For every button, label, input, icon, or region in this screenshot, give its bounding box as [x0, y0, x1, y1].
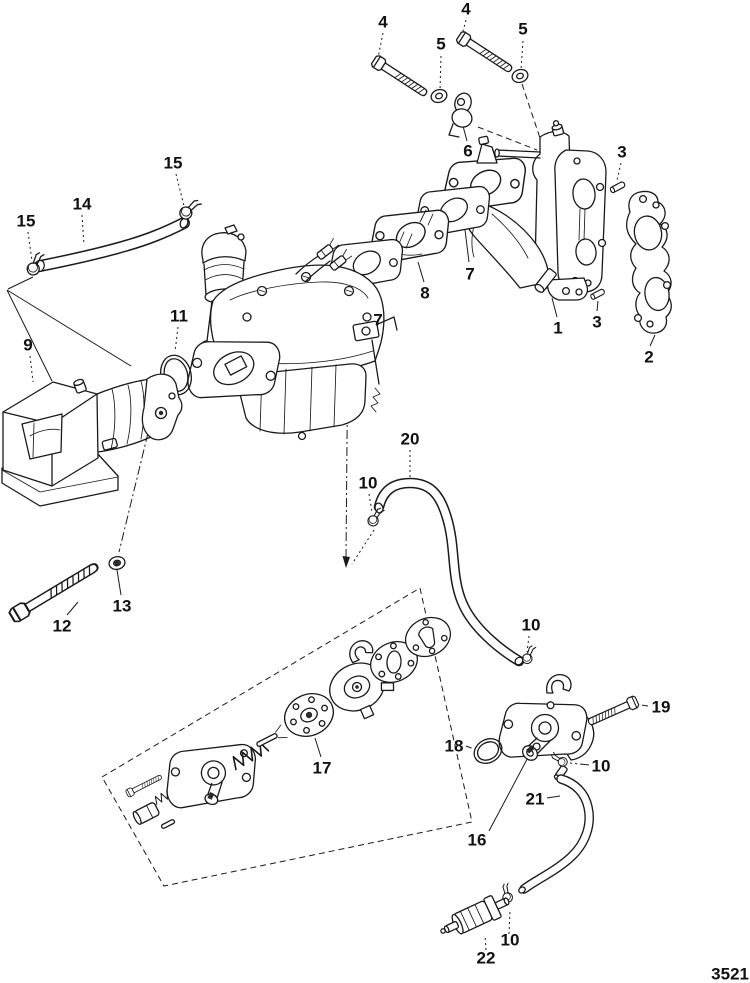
fuel-filter-22	[440, 895, 510, 935]
gasket-2	[626, 190, 672, 334]
callout-21: 21	[526, 790, 545, 809]
bolt-4-left	[369, 53, 431, 100]
carburetor	[187, 224, 398, 441]
cable-clamp-6	[448, 92, 473, 138]
callout-7-a: 7	[373, 311, 382, 330]
callout-1: 1	[553, 319, 562, 338]
callout-14: 14	[73, 195, 92, 214]
fuel-pump-kit-exploded	[101, 587, 473, 887]
fitting-19	[585, 694, 641, 729]
callout-16: 16	[468, 831, 487, 850]
bolt-4-right	[454, 29, 516, 76]
callout-12: 12	[53, 617, 72, 636]
callout-18: 18	[445, 737, 464, 756]
o-ring-18	[473, 738, 503, 764]
callout-10-d: 10	[501, 931, 520, 950]
bolt-12	[7, 558, 102, 625]
callout-3-a: 3	[617, 143, 626, 162]
callout-17: 17	[313, 759, 332, 778]
callout-4-a: 4	[378, 13, 388, 32]
callout-10-b: 10	[522, 616, 541, 635]
fuel-hose-14	[34, 217, 190, 273]
callout-6: 6	[463, 142, 472, 161]
hose-clamp-15-right	[178, 197, 203, 222]
leader-lines	[6, 19, 656, 951]
callout-22: 22	[477, 949, 496, 968]
callout-10-c: 10	[592, 757, 611, 776]
callout-8: 8	[420, 284, 429, 303]
callout-10-a: 10	[359, 474, 378, 493]
callout-2: 2	[644, 348, 653, 367]
choke-assembly-9	[1, 373, 183, 507]
callout-5-b: 5	[518, 20, 527, 39]
intake-manifold-1	[432, 120, 607, 301]
callout-4-b: 4	[461, 0, 471, 19]
callout-9: 9	[23, 336, 32, 355]
callout-19: 19	[652, 698, 671, 717]
callout-13: 13	[113, 597, 132, 616]
callout-labels: 4 5 4 5 6 3 15 14 15 7 8 7 1 3 2 11 9 20…	[17, 0, 749, 983]
drawing-number: 3521	[711, 965, 749, 983]
washer-13	[107, 554, 127, 572]
callout-3-b: 3	[592, 313, 601, 332]
callout-20: 20	[401, 430, 420, 449]
callout-5-a: 5	[436, 35, 445, 54]
dowel-pin-3-top	[608, 180, 627, 194]
callout-7-b: 7	[465, 265, 474, 284]
washer-5-left	[428, 86, 450, 106]
callout-15-a: 15	[164, 154, 183, 173]
fuel-hose-21	[518, 774, 594, 894]
callout-11: 11	[170, 307, 188, 326]
fuel-pump-assembled	[498, 674, 595, 781]
callout-15-b: 15	[17, 212, 36, 231]
washer-5-right	[509, 66, 531, 86]
